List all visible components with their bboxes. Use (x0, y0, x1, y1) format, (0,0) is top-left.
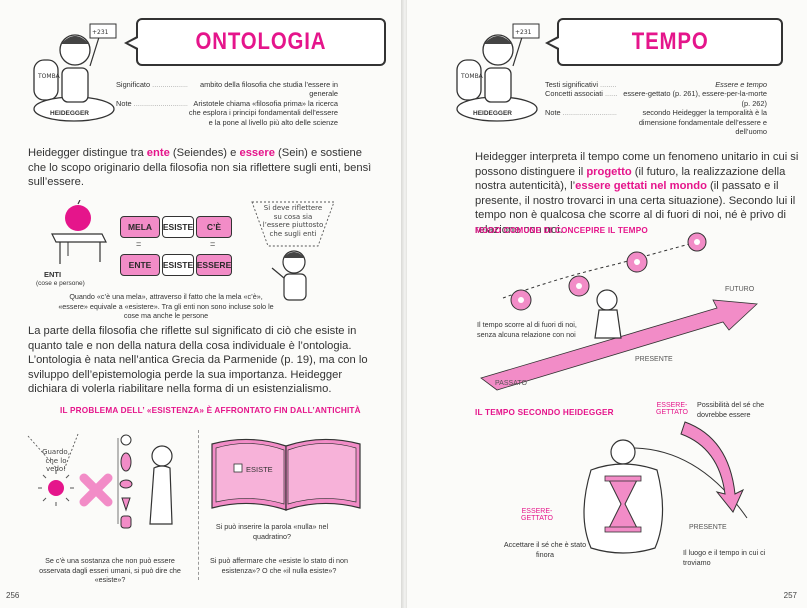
page-title-box: TEMPO (545, 18, 783, 66)
figure-label: HEIDEGGER (473, 110, 512, 117)
definition-row: Note secondo Heidegger la temporalità è … (545, 108, 767, 136)
pill-ce: C’È (196, 216, 232, 238)
text: (il passato e il presente, il nostro tro… (475, 180, 796, 236)
enti-label: ENTI (44, 270, 62, 279)
section-title: IL TEMPO SECONDO HEIDEGGER (475, 408, 614, 417)
term-essere: essere (239, 147, 275, 159)
thought-text: Si deve riflettere su cosa sia l’essere … (262, 204, 324, 238)
section-title: MODO COMUNE DI CONCEPIRE IL TEMPO (475, 226, 648, 235)
text: Heidegger distingue tra (28, 147, 147, 159)
definition-value: Essere e tempo (715, 80, 767, 89)
section-title: IL PROBLEMA DELL’ «ESISTENZA» È AFFRONTA… (60, 406, 361, 415)
definition-value: Aristotele chiama «filosofia prima» la r… (188, 98, 338, 127)
definition-value: secondo Heidegger la temporalità è la di… (638, 108, 767, 137)
flag-text: +231 (92, 29, 109, 36)
heidegger-time-illustration-icon (583, 421, 748, 554)
pill-esiste: ESISTE (162, 216, 194, 238)
divider (198, 430, 199, 580)
text: (il futuro, la realizzazione della nostr… (475, 165, 786, 193)
caption-possibility: Possibilità del sé che dovrebbe essere (697, 400, 765, 419)
caption-place: Il luogo e il tempo in cui ci troviamo (683, 548, 766, 567)
pill-mela: MELA (120, 216, 160, 238)
speech-bubble-icon (251, 201, 335, 247)
look-bubble-text: Guardo, che lo vedo! (42, 448, 70, 473)
heidegger-figurine-icon: TOMBA +231 HEIDEGGER (33, 23, 117, 122)
label-essere-gettato: ESSERE-GETTATO (656, 402, 688, 416)
equals-sign: = (210, 239, 216, 249)
definition-row: Significato ambito della filosofia che s… (116, 80, 338, 99)
definition-list: Significato ambito della filosofia che s… (116, 80, 338, 127)
definition-term: Testi significativi (545, 80, 617, 89)
definition-term: Significato (116, 80, 188, 99)
page-number: 257 (783, 591, 797, 600)
heidegger-figure-icon (271, 250, 307, 301)
apple-table-icon (51, 200, 107, 264)
pill-essere: ESSERE (196, 254, 232, 276)
definition-row: Testi significativi Essere e tempo (545, 80, 767, 89)
pill-text: C’È (206, 222, 222, 232)
definition-row: Concetti associati essere-gettato (p. 26… (545, 89, 767, 108)
definition-list: Testi significativi Essere e tempo Conce… (545, 80, 767, 136)
definition-value: ambito della filosofia che studia l’esse… (199, 80, 338, 99)
pill-text: ESISTE (162, 260, 194, 270)
page-title: ONTOLOGIA (195, 28, 327, 55)
page-number: 256 (6, 591, 20, 600)
left-page: TOMBA +231 HEIDEGGER ONTOLOGIA Significa… (0, 0, 403, 608)
term-gettati: essere gettati nel mondo (575, 180, 707, 193)
label-presente-2: PRESENTE (689, 524, 727, 531)
caption-mela: Quando «c’è una mela», attraverso il fat… (58, 292, 274, 321)
tomb-text: TOMBA (37, 73, 61, 80)
intro-paragraph: Heidegger distingue tra ente (Seiendes) … (28, 146, 380, 190)
flag-text: +231 (515, 29, 532, 36)
caption-bottom-left: Se c’è una sostanza che non può essere o… (39, 556, 181, 585)
pill-text: MELA (127, 222, 153, 232)
term-progetto: progetto (586, 165, 632, 178)
pill-esiste-2: ESISTE (162, 254, 194, 276)
time-arrow-illustration-icon (480, 232, 758, 391)
caption-time: Il tempo scorre al di fuori di noi, senz… (477, 320, 577, 339)
enti-sublabel: (cose e persone) (36, 280, 85, 287)
equals-sign: = (136, 239, 142, 249)
term-ente: ente (146, 147, 170, 159)
label-essere-gettato-low: ESSERE-GETTATO (521, 508, 553, 522)
text: (Seiendes) e (169, 147, 240, 159)
heidegger-figurine-icon: TOMBA +231 HEIDEGGER (456, 23, 540, 122)
definition-row: Note Aristotele chiama «filosofia prima»… (116, 99, 338, 127)
pill-text: ENTE (128, 260, 152, 270)
definition-value: essere-gettato (p. 261), essere-per-la-m… (623, 89, 767, 108)
book-word: ESISTE (246, 465, 273, 474)
right-page: TOMBA +231 HEIDEGGER TEMPO Testi signifi… (407, 0, 807, 608)
definition-term: Concetti associati (545, 89, 617, 108)
definition-term: Note (545, 108, 617, 136)
pill-text: ESISTE (162, 222, 194, 232)
intro-paragraph: Heidegger interpreta il tempo come un fe… (475, 150, 799, 238)
page-title-box: ONTOLOGIA (124, 18, 386, 66)
caption-bottom-right: Si può affermare che «esiste lo stato di… (209, 556, 349, 575)
text: Heidegger interpreta il tempo come un fe… (475, 151, 799, 178)
book-spine (401, 0, 409, 608)
senses-illustration-icon (27, 433, 173, 529)
definition-term: Note (116, 99, 188, 127)
tomb-text: TOMBA (460, 73, 484, 80)
caption-book: Si può inserire la parola «nulla» nel qu… (215, 522, 329, 541)
pill-ente: ENTE (120, 254, 160, 276)
ontology-paragraph: La parte della filosofia che riflette su… (28, 325, 368, 396)
label-passato: PASSATO (495, 380, 527, 387)
text: (Sein) e sostiene che lo scopo originari… (28, 147, 372, 189)
page-title: TEMPO (631, 28, 709, 55)
pill-text: ESSERE (196, 260, 232, 270)
open-book-icon (211, 438, 361, 511)
figure-label: HEIDEGGER (50, 110, 89, 117)
caption-accept: Accettare il sé che è stato finora (503, 540, 587, 559)
label-futuro: FUTURO (725, 286, 755, 293)
label-presente: PRESENTE (635, 356, 673, 363)
